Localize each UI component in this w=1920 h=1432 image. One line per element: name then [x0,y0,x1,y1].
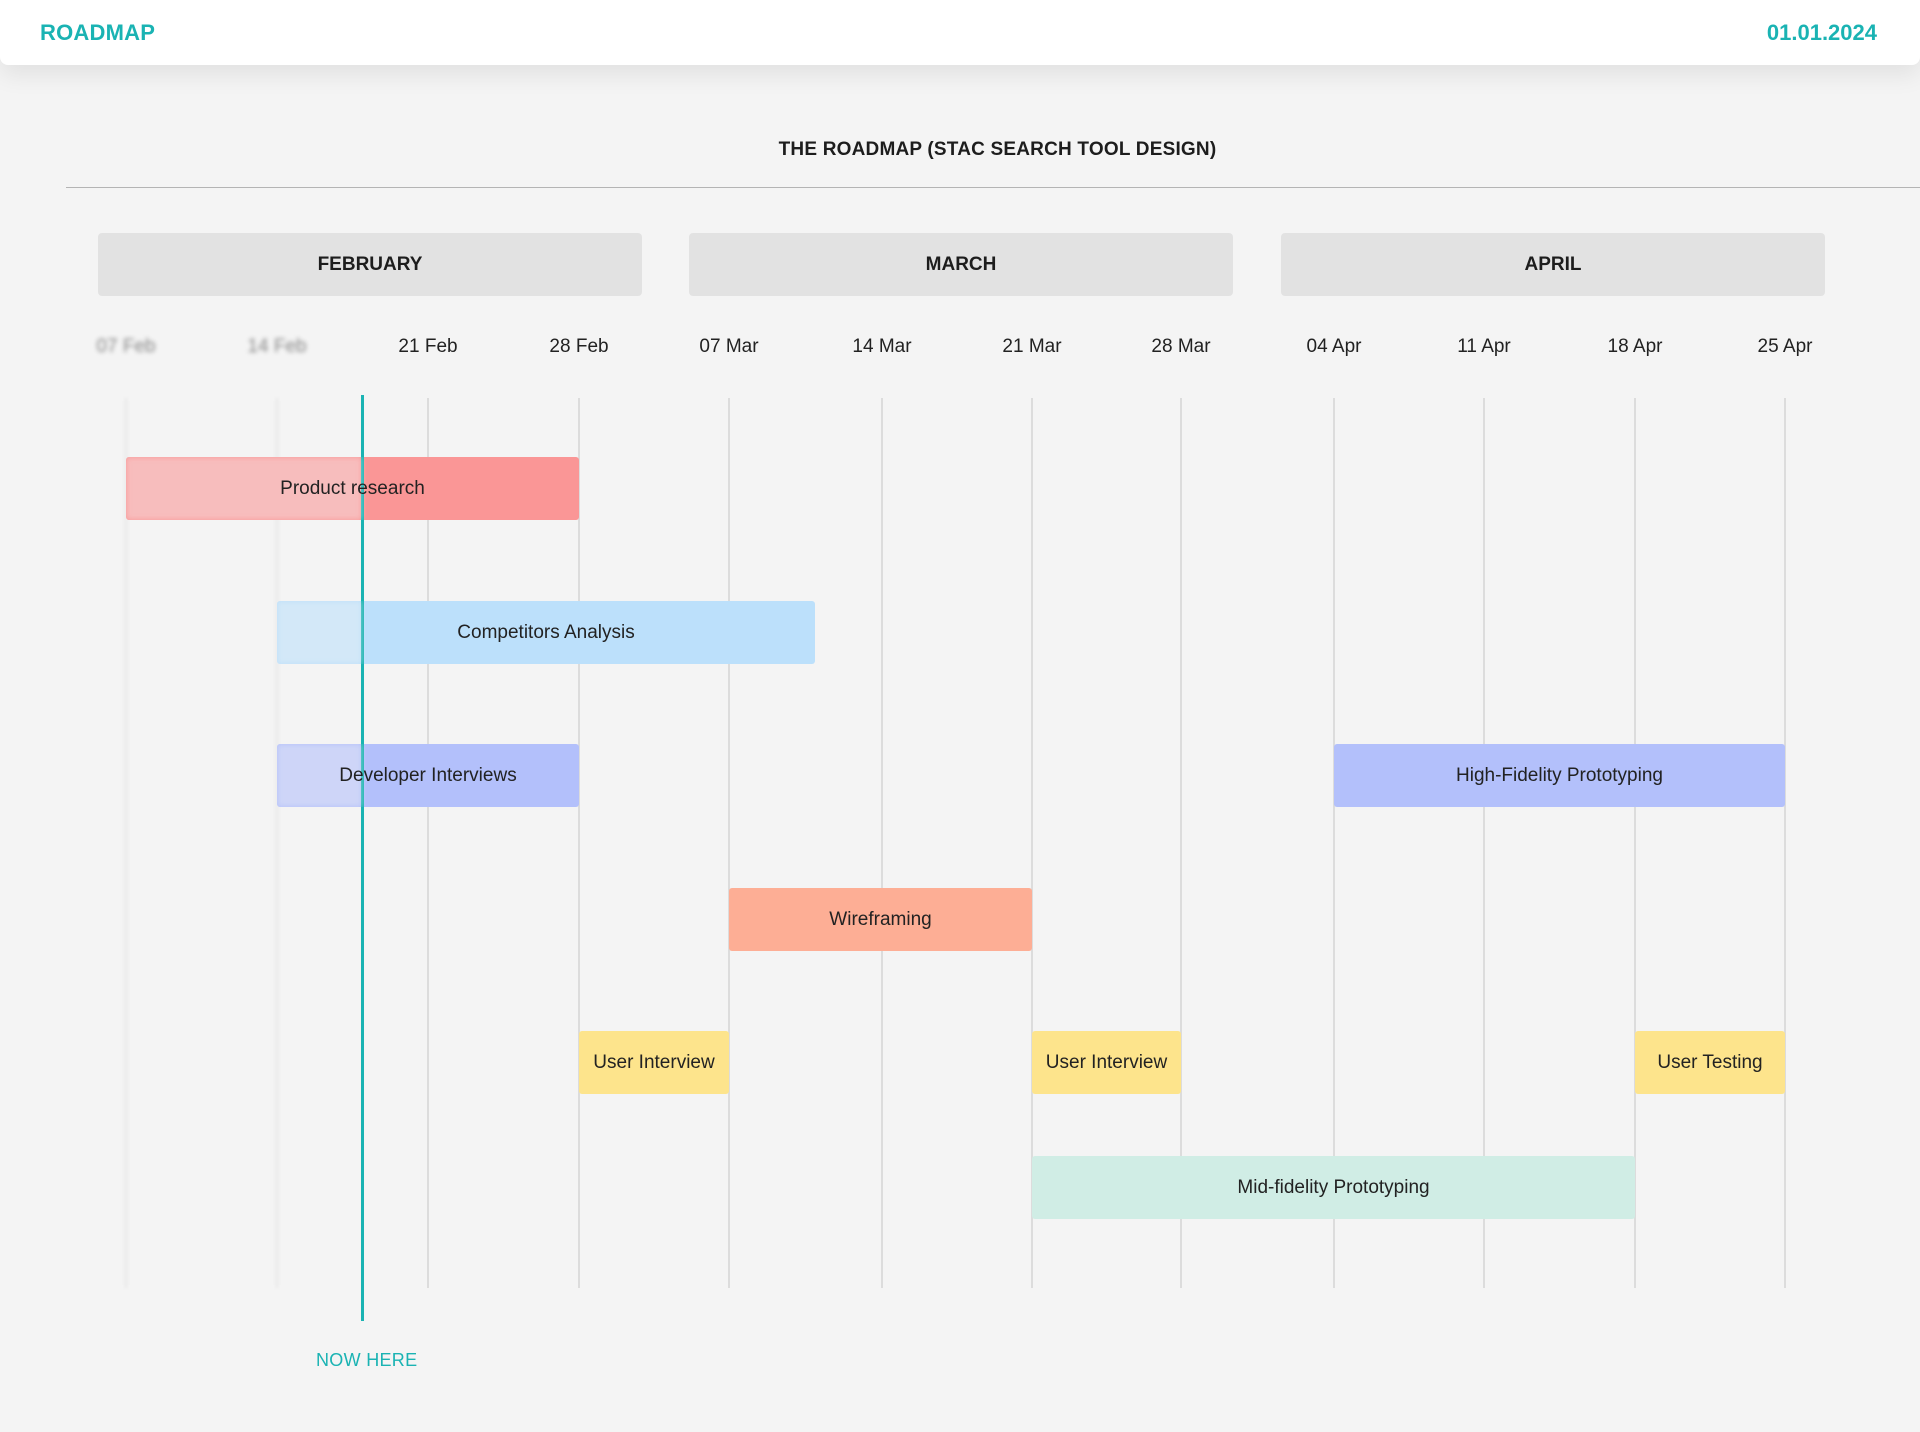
task-label: Wireframing [829,908,932,930]
task-bar[interactable]: Competitors Analysis [277,601,815,664]
task-bar[interactable]: High-Fidelity Prototyping [1334,744,1785,807]
week-gridline [1784,398,1786,1288]
now-marker-line [361,395,364,1321]
week-label: 21 Mar [1002,336,1062,357]
task-bar[interactable]: User Interview [1032,1031,1181,1094]
week-label: 28 Mar [1151,336,1211,357]
task-label: Product research [280,477,425,499]
task-label: Developer Interviews [339,764,517,786]
week-gridline [1483,398,1485,1288]
task-label: User Interview [593,1051,715,1073]
task-bar[interactable]: Mid-fidelity Prototyping [1032,1156,1635,1219]
past-overlay [277,601,362,664]
current-date: 01.01.2024 [1766,20,1877,45]
week-label: 14 Mar [852,336,912,357]
app-title[interactable]: ROADMAP [40,20,156,45]
week-gridline [427,398,429,1288]
week-label: 28 Feb [549,336,609,357]
task-bar[interactable]: Wireframing [729,888,1032,951]
month-header-april: APRIL [1281,233,1825,296]
task-bar[interactable]: Developer Interviews [277,744,579,807]
week-gridline [1634,398,1636,1288]
roadmap-title: THE ROADMAP (STAC SEARCH TOOL DESIGN) [778,139,1217,160]
month-header-march: MARCH [689,233,1233,296]
week-label: 18 Apr [1607,336,1663,357]
week-gridline [728,398,730,1288]
week-label: 07 Mar [699,336,759,357]
week-gridline [578,398,580,1288]
task-label: High-Fidelity Prototyping [1456,764,1663,786]
week-label: 04 Apr [1306,336,1362,357]
week-gridline [1031,398,1033,1288]
title-divider [66,187,1920,188]
task-label: Competitors Analysis [457,621,635,643]
task-label: User Testing [1657,1051,1763,1073]
task-bar[interactable]: Product research [126,457,579,520]
task-label: Mid-fidelity Prototyping [1237,1176,1430,1198]
month-header-february: FEBRUARY [98,233,642,296]
week-gridline [276,398,278,1288]
week-gridline [881,398,883,1288]
week-label: 07 Feb [96,336,156,357]
task-bar[interactable]: User Interview [579,1031,729,1094]
week-gridline [1333,398,1335,1288]
week-label: 25 Apr [1757,336,1813,357]
task-bar[interactable]: User Testing [1635,1031,1785,1094]
week-gridline [1180,398,1182,1288]
week-label: 14 Feb [247,336,307,357]
now-marker-label: NOW HERE [316,1350,418,1370]
top-bar: ROADMAP 01.01.2024 [0,0,1920,65]
task-label: User Interview [1045,1051,1168,1073]
week-gridline [125,398,127,1288]
week-label: 11 Apr [1457,336,1511,357]
past-overlay [126,457,362,520]
past-overlay [277,744,362,807]
week-label: 21 Feb [398,336,458,357]
